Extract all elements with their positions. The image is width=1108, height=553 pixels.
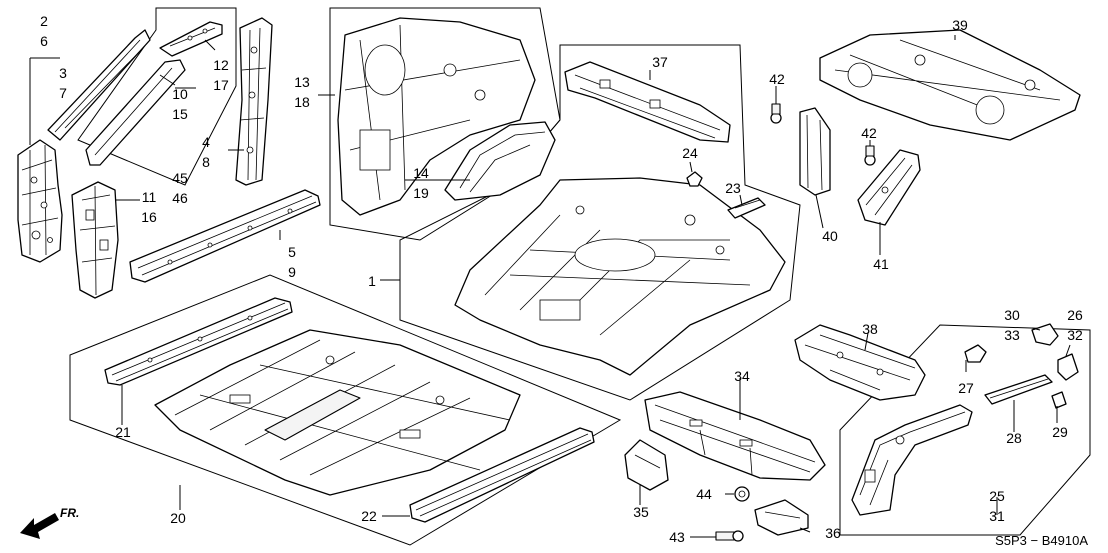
part-12-17-bracket	[159, 21, 223, 57]
callout-34: 34	[734, 368, 750, 384]
diagram-code: S5P3 − B4910A	[995, 533, 1088, 548]
part-24-clip	[686, 171, 703, 187]
callout-36: 36	[825, 525, 841, 541]
callout-5: 5	[288, 244, 296, 260]
callout-3: 3	[59, 65, 67, 81]
callout-30: 30	[1004, 307, 1020, 323]
bolt-42b	[864, 145, 876, 166]
part-35-bracket	[624, 439, 669, 491]
callout-42b: 42	[861, 125, 877, 141]
part-rear-shelf	[819, 29, 1081, 141]
bolt-43	[715, 530, 744, 542]
callout-42a: 42	[769, 71, 785, 87]
callout-13: 13	[294, 74, 310, 90]
callout-22: 22	[361, 508, 377, 524]
callout-26: 26	[1067, 307, 1083, 323]
callout-11: 11	[142, 189, 157, 205]
callout-38: 38	[862, 321, 878, 337]
part-41-bracket	[857, 149, 921, 226]
callout-21: 21	[115, 424, 131, 440]
callout-15: 15	[172, 106, 188, 122]
callout-10: 10	[172, 86, 188, 102]
group-box-floor-front	[69, 274, 622, 546]
callout-40: 40	[822, 228, 838, 244]
part-30-33-bracket	[1031, 323, 1059, 346]
callout-9: 9	[288, 264, 296, 280]
part-38-frame-bracket	[794, 324, 926, 401]
callout-8: 8	[202, 154, 210, 170]
front-arrow-icon: FR.	[20, 506, 79, 539]
callout-45: 45	[172, 170, 188, 186]
callout-17: 17	[213, 77, 229, 93]
part-front-pillar-inner	[17, 139, 63, 263]
nut-44	[734, 486, 750, 502]
callout-1: 1	[368, 273, 376, 289]
callout-18: 18	[294, 94, 310, 110]
part-36-bracket	[754, 499, 809, 536]
callout-14: 14	[413, 165, 429, 181]
part-center-pillar	[235, 17, 273, 186]
callout-2: 2	[40, 13, 48, 29]
bolt-42a	[770, 103, 782, 124]
leader-lines	[29, 35, 1071, 538]
callout-20: 20	[170, 510, 186, 526]
part-23-bracket	[727, 197, 766, 219]
group-box-rear-frame	[839, 324, 1091, 536]
callout-35: 35	[633, 504, 649, 520]
part-26-32-bracket	[1057, 353, 1079, 381]
part-front-pillar-lower	[71, 181, 119, 299]
callout-37: 37	[652, 54, 668, 70]
part-22-side-sill-reinforcement	[409, 427, 595, 523]
part-side-sill	[129, 189, 321, 283]
part-37-rear-crossmember	[564, 61, 731, 143]
callout-24: 24	[682, 145, 698, 161]
callout-44: 44	[696, 486, 712, 502]
group-box-10-15	[77, 7, 237, 186]
callout-6: 6	[40, 33, 48, 49]
part-27-clip	[964, 344, 987, 363]
part-40-pillar-stiffener	[799, 107, 831, 196]
callout-46: 46	[172, 190, 188, 206]
callout-25: 25	[989, 488, 1005, 504]
callout-43: 43	[669, 529, 685, 545]
callout-32: 32	[1067, 327, 1083, 343]
callout-29: 29	[1052, 424, 1068, 440]
part-21-floor-crossmember	[104, 297, 293, 386]
part-roof-side-rail	[47, 29, 186, 166]
part-rear-floor	[454, 177, 786, 376]
callout-41: 41	[873, 256, 889, 272]
callout-33: 33	[1004, 327, 1020, 343]
part-34-front-frame	[644, 391, 826, 481]
callout-labels: 2 6 3 7 12 17 10 15 4 8 45 46 11 16 5 9 …	[40, 13, 1083, 545]
callout-19: 19	[413, 185, 429, 201]
callout-7: 7	[59, 85, 67, 101]
callout-16: 16	[141, 209, 157, 225]
callout-12: 12	[213, 57, 229, 73]
part-28-rail	[984, 374, 1053, 405]
callout-31: 31	[989, 508, 1005, 524]
part-14-19-wheelhouse	[444, 121, 556, 201]
front-arrow-label: FR.	[60, 506, 79, 520]
callout-28: 28	[1006, 430, 1022, 446]
part-front-floor	[154, 329, 521, 496]
callout-4: 4	[202, 134, 210, 150]
callout-23: 23	[725, 180, 741, 196]
part-29-clip	[1051, 391, 1067, 409]
part-rear-inner-panel	[337, 17, 536, 216]
callout-27: 27	[958, 380, 974, 396]
part-rear-frame	[851, 404, 973, 516]
callout-39: 39	[952, 17, 968, 33]
